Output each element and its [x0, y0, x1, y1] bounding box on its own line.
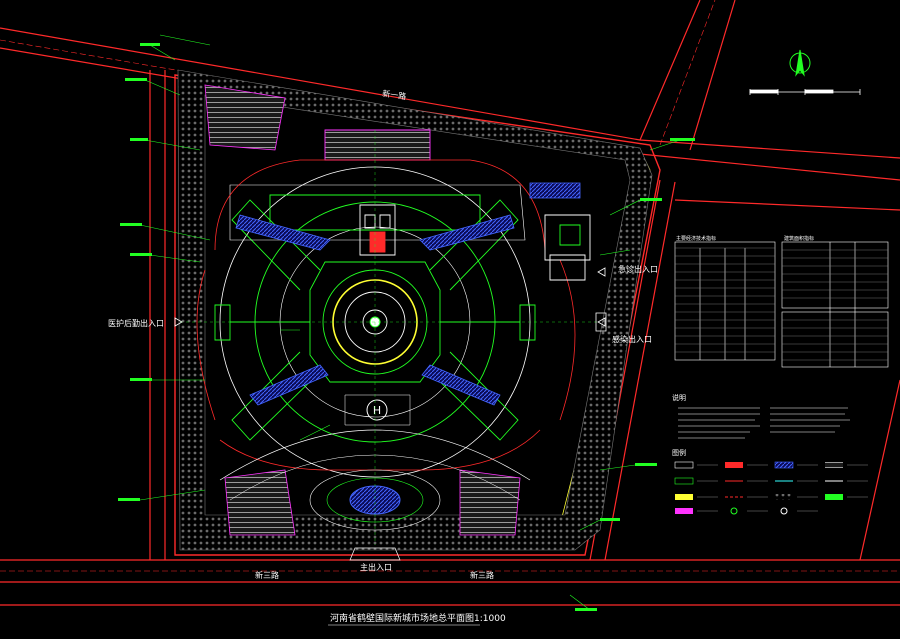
- east-entrance-upper-label: 急诊出入口: [618, 264, 658, 274]
- legend-heading: 图例: [672, 448, 686, 457]
- scale-bar: [749, 89, 861, 95]
- notes-block: 说明: [672, 393, 850, 439]
- leader-lines: [139, 34, 681, 611]
- road-label-south-right: 新三路: [470, 570, 494, 580]
- road-label-north: 新一路: [382, 88, 407, 101]
- east-entrance-lower-label: 感染出入口: [612, 334, 652, 344]
- annotation-ticks: [118, 43, 695, 611]
- table-left: [674, 241, 776, 361]
- table-right: [781, 241, 889, 368]
- entrance-markers: [174, 267, 607, 332]
- axis-lines: [180, 130, 600, 545]
- helipad: H: [344, 394, 411, 426]
- table-right-heading: 建筑面积指标: [784, 235, 814, 242]
- road-label-south-left: 新三路: [255, 570, 279, 580]
- entrance-labels: 主出入口 医护后勤出入口 急诊出入口 感染出入口: [108, 264, 658, 572]
- drawing-title: 河南省鹤壁国际新城市场地总平面图1:1000: [330, 612, 506, 624]
- main-entrance-label: 主出入口: [360, 562, 392, 572]
- north-arrow-icon: [789, 49, 811, 77]
- road-labels: 新一路 新三路 新三路: [255, 88, 494, 580]
- blue-wings: [235, 182, 581, 406]
- drawing-title-block: 河南省鹤壁国际新城市场地总平面图1:1000: [328, 612, 506, 626]
- notes-heading: 说明: [672, 393, 686, 402]
- helipad-label: H: [373, 404, 381, 417]
- parking-areas: [204, 84, 521, 536]
- green-belt: [177, 69, 653, 551]
- west-entrance-label: 医护后勤出入口: [108, 318, 164, 328]
- legend-block: 图例: [672, 448, 868, 515]
- table-left-heading: 主要经济技术指标: [676, 235, 716, 242]
